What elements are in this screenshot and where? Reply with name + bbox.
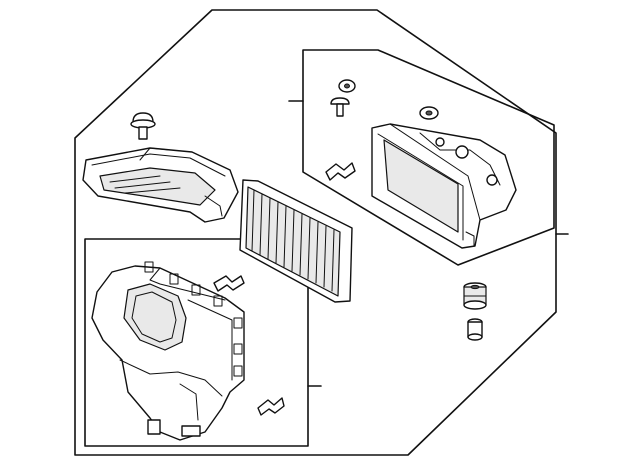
collar-icon xyxy=(467,318,483,341)
rubber-grommet-icon xyxy=(463,282,487,310)
lower-housing-icon xyxy=(91,261,245,441)
upper-housing-group-outline xyxy=(302,49,555,266)
clip-lower-icon xyxy=(257,397,285,416)
clip-upper-icon xyxy=(213,275,245,292)
screw-icon xyxy=(330,97,350,117)
push-pin-icon xyxy=(130,112,156,140)
washer-icon xyxy=(338,79,356,93)
upper-housing-icon xyxy=(371,123,517,249)
air-filter-icon xyxy=(239,179,353,303)
clip-icon xyxy=(325,162,356,181)
lower-housing-group-outline xyxy=(84,238,309,447)
assembly-outline xyxy=(74,9,557,456)
grommet-small-icon xyxy=(419,106,439,120)
intake-cover-icon xyxy=(82,147,239,223)
